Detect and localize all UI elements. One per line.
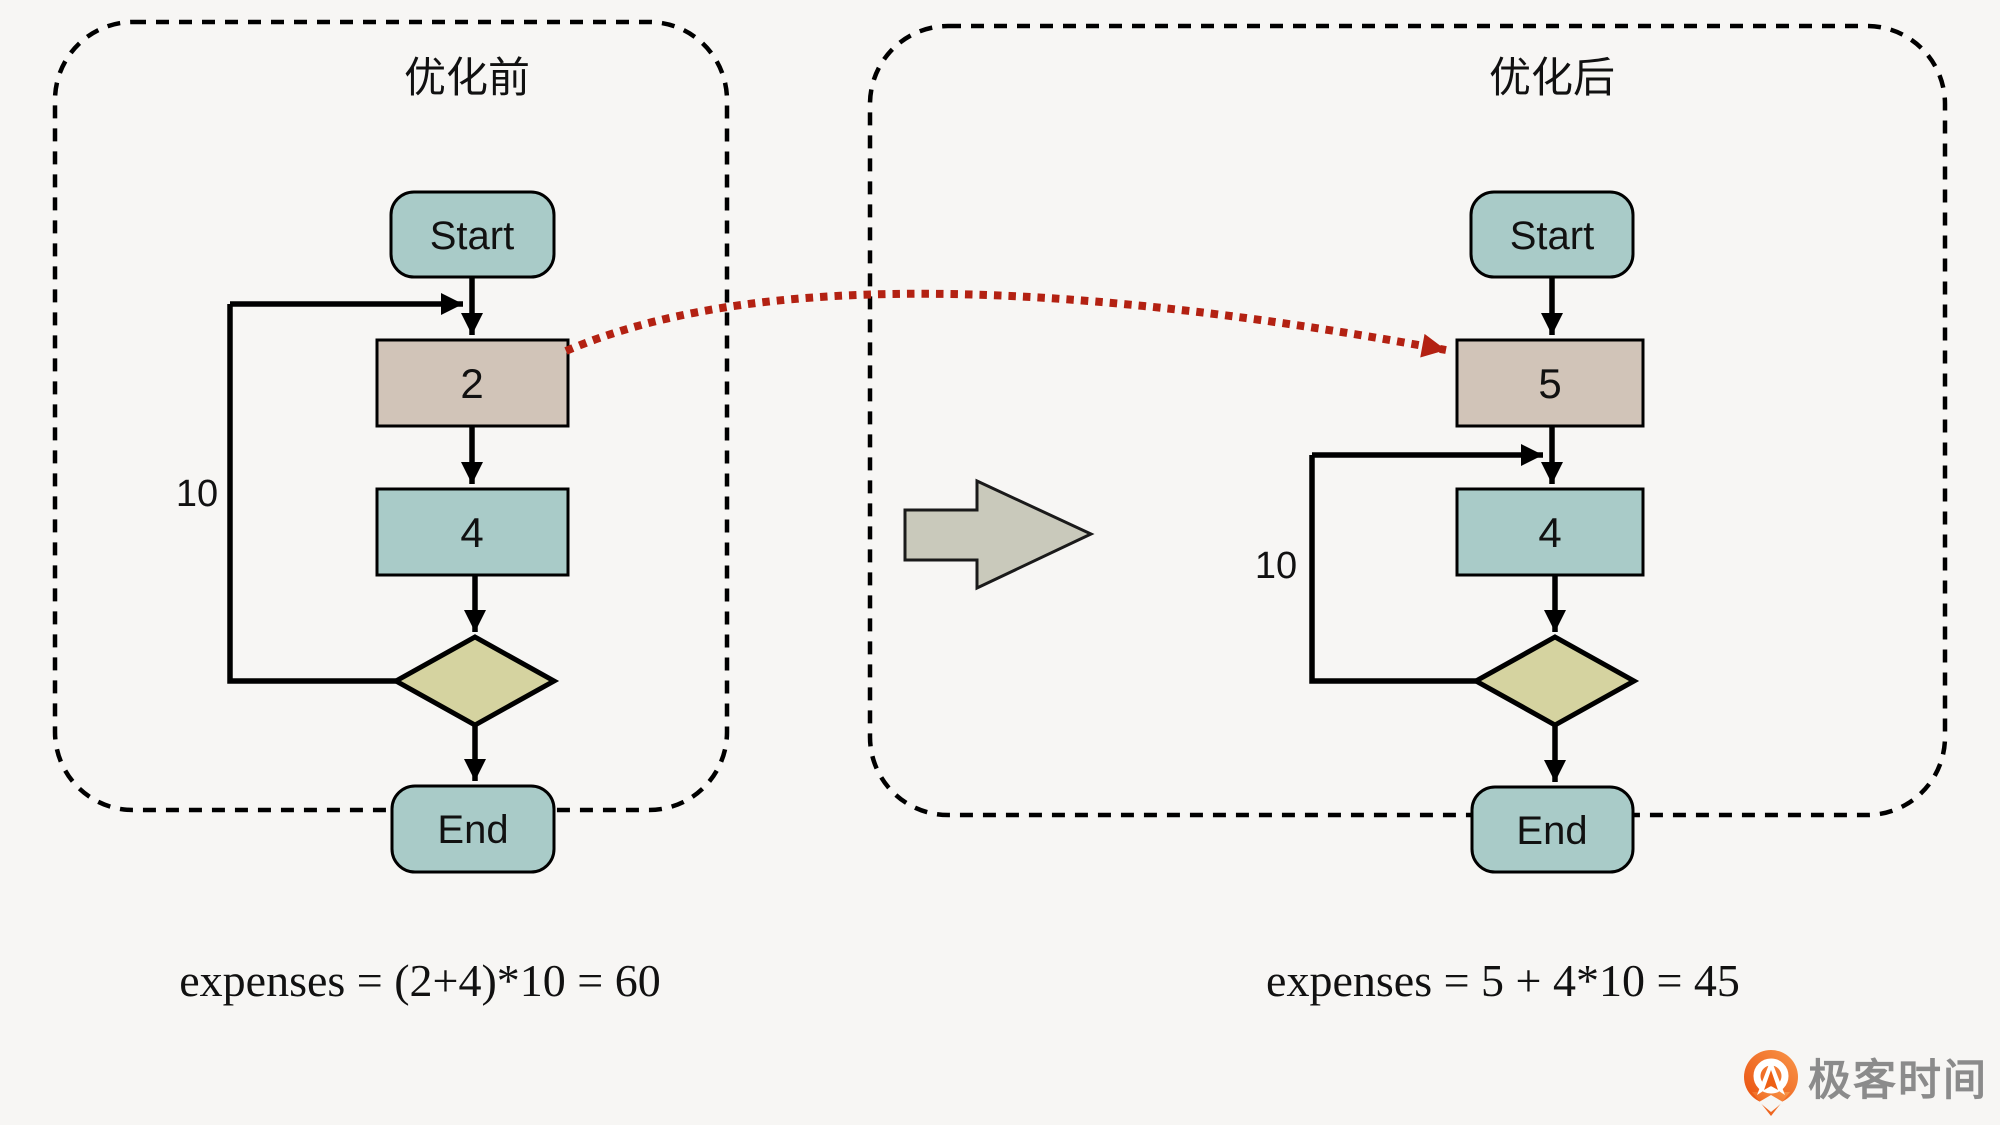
before-inner-cost-node	[375, 487, 570, 577]
panel-after: 优化后 Start 5 4 10 End expenses = 5 + 4*10…	[867, 23, 1948, 1006]
after-inner-cost-node	[1455, 487, 1645, 577]
after-outer-cost-node	[1455, 338, 1645, 428]
after-end-node	[1470, 785, 1635, 874]
panel-before: 优化前 Start 2 4 10 End expenses = (2+4)*10…	[52, 19, 730, 1006]
after-decision-node	[1470, 634, 1640, 728]
transform-right-arrow-icon	[903, 478, 1095, 591]
geektime-logo-text: 极客时间	[1808, 1057, 1988, 1105]
before-end-label: End	[437, 808, 508, 852]
panel-before-title: 优化前	[404, 54, 530, 101]
before-decision-node	[390, 634, 560, 728]
geektime-logo: 极客时间	[1744, 1050, 1988, 1116]
before-start-label: Start	[430, 214, 514, 258]
after-expenses-formula: expenses = 5 + 4*10 = 45	[1266, 955, 1740, 1006]
before-loop-back-edge	[227, 304, 396, 684]
after-start-label: Start	[1510, 214, 1594, 258]
before-expenses-formula: expenses = (2+4)*10 = 60	[179, 955, 661, 1006]
after-inner-cost-value: 4	[1538, 509, 1561, 556]
before-inner-cost-value: 4	[460, 509, 483, 556]
after-end-label: End	[1516, 809, 1587, 853]
before-end-node	[390, 784, 556, 874]
geektime-logo-icon	[1744, 1050, 1798, 1116]
panel-after-title: 优化后	[1489, 54, 1615, 101]
before-outer-cost-node	[375, 338, 570, 428]
before-outer-cost-value: 2	[460, 360, 483, 407]
panel-after-dashed-border	[867, 23, 1948, 818]
before-loop-count-label: 10	[176, 473, 218, 515]
after-loop-count-label: 10	[1255, 545, 1297, 587]
after-loop-back-edge	[1309, 455, 1476, 684]
panel-before-dashed-border	[52, 19, 730, 813]
red-dotted-move-arrow	[564, 289, 1447, 358]
after-outer-cost-value: 5	[1538, 360, 1561, 407]
